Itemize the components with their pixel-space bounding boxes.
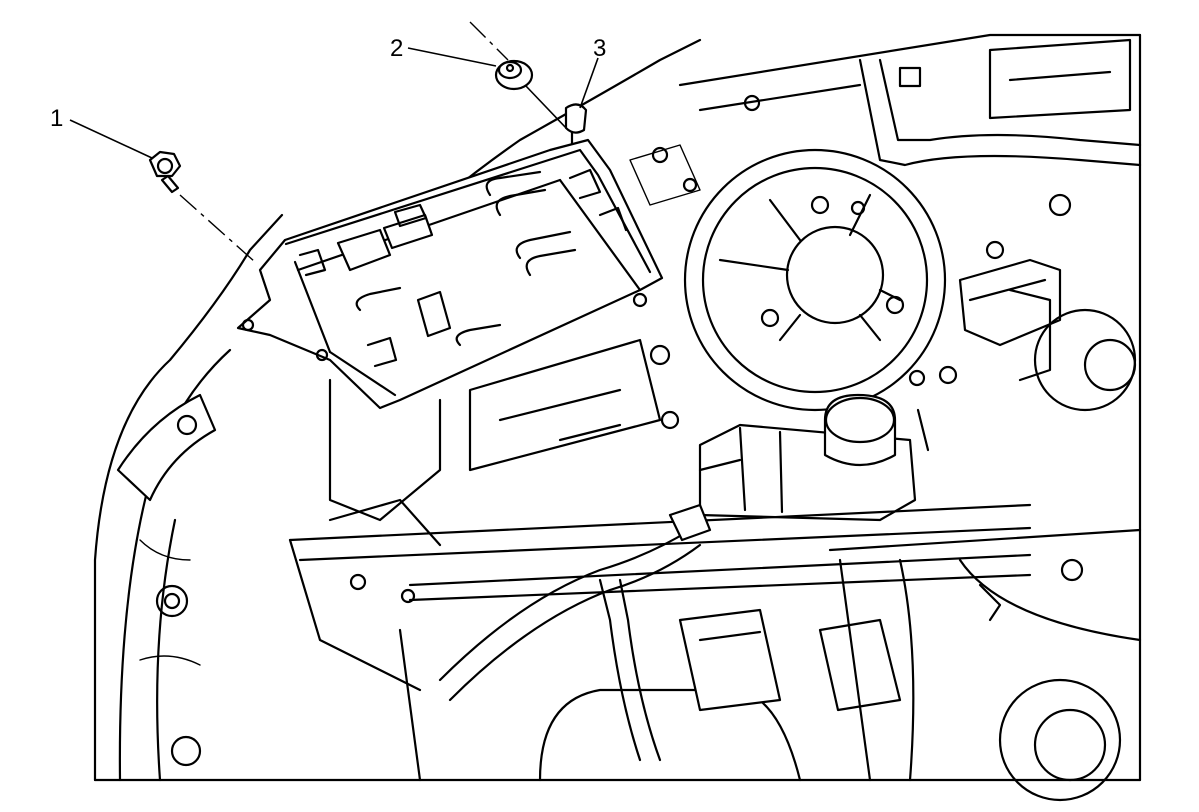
mid-left-structure — [328, 94, 761, 522]
left-fender-panel — [116, 393, 217, 767]
nut-2-stud-line — [524, 84, 569, 131]
upper-right-hose — [858, 38, 1142, 217]
coolant-reservoir — [698, 393, 930, 522]
bolt-1-axis-line — [179, 194, 256, 263]
callout-3-label: 3 — [593, 35, 606, 62]
callout-2-leader — [407, 47, 497, 67]
nut-2 — [494, 59, 534, 91]
nut-2-axis-line — [469, 21, 509, 61]
callout-1-leader — [69, 119, 153, 159]
radiator-support-bar — [288, 498, 1032, 782]
callout-1-label: 1 — [50, 105, 63, 132]
bolt-1 — [148, 150, 182, 194]
lower-engine-components — [538, 528, 1142, 802]
callout-3-leader — [579, 57, 599, 109]
module-bracket — [236, 138, 664, 410]
right-electrical-module — [908, 240, 1137, 412]
fan-shroud — [683, 148, 947, 412]
callout-2-label: 2 — [390, 35, 403, 62]
